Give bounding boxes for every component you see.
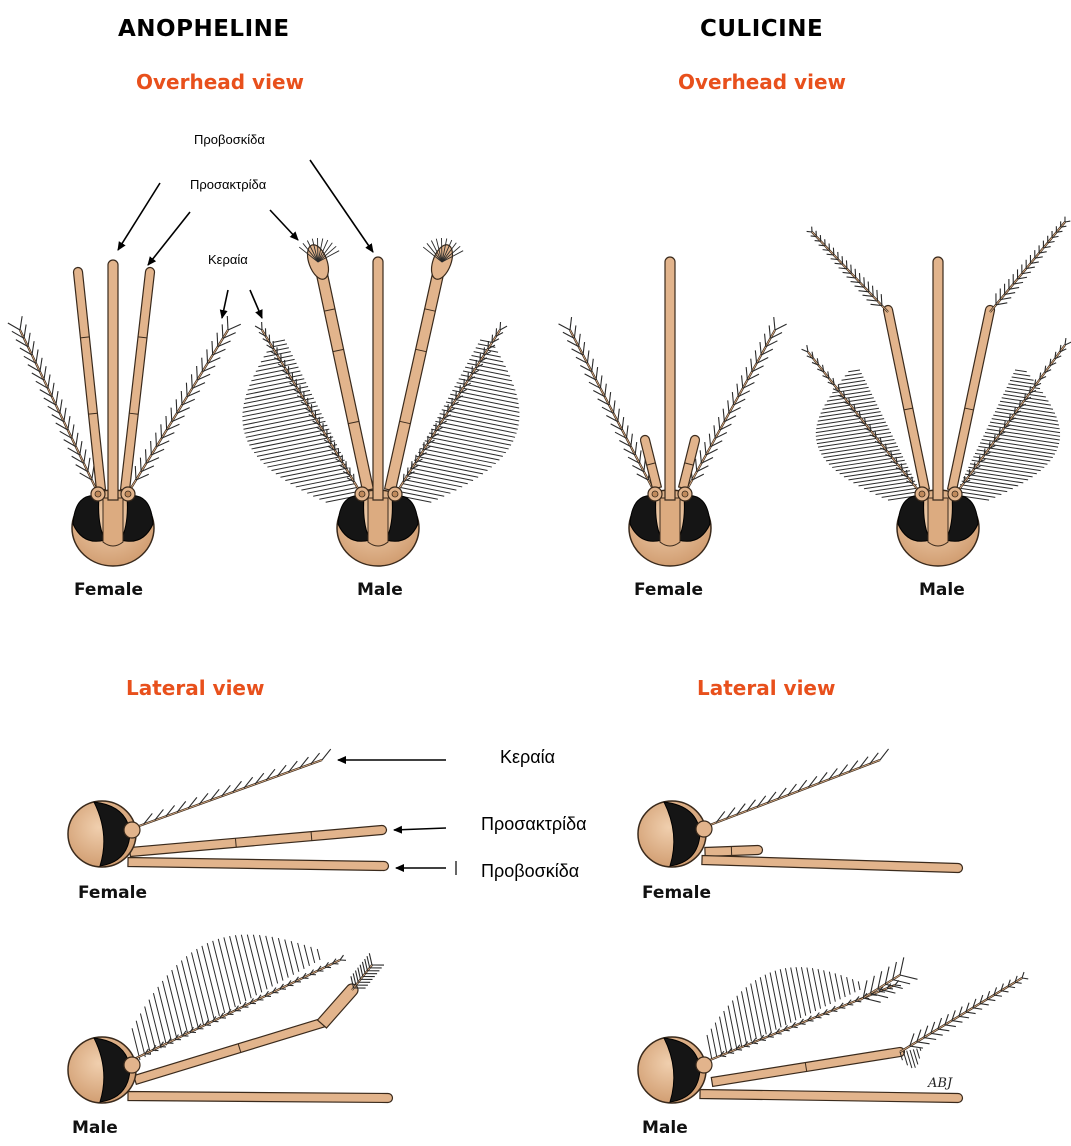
culicine-female-lateral	[638, 749, 962, 873]
proboscis	[373, 257, 383, 500]
anopheline-overhead-male-label: Male	[357, 580, 403, 600]
head	[72, 490, 154, 566]
anopheline-female-overhead	[8, 260, 241, 566]
proboscis	[702, 856, 963, 873]
culicine-overhead-female-label: Female	[634, 580, 703, 600]
lateral-proboscis-callout: Προβοσκίδα	[481, 861, 579, 882]
palp-tip	[900, 972, 1028, 1052]
palp-left	[884, 306, 930, 491]
culicine-male-overhead	[802, 217, 1071, 566]
lateral-palp-callout: Προσακτρίδα	[481, 814, 587, 835]
antenna-hairs	[132, 935, 320, 1060]
palp-tip	[318, 984, 358, 1028]
anopheline-lateral-female-label: Female	[78, 883, 147, 903]
head	[897, 490, 979, 566]
proboscis	[700, 1090, 963, 1103]
culicine-title: CULICINE	[700, 16, 823, 42]
antenna-tip	[860, 957, 917, 1002]
palp-tip-right	[990, 217, 1070, 312]
proboscis	[933, 257, 943, 500]
head	[337, 490, 419, 566]
proboscis	[665, 257, 675, 500]
anopheline-lateral-label: Lateral view	[126, 676, 264, 700]
arrow-lateral-palp	[394, 828, 446, 830]
anopheline-lateral-male-label: Male	[72, 1118, 118, 1138]
culicine-overhead-label: Overhead view	[678, 70, 846, 94]
overhead-proboscis-callout: Προβοσκίδα	[194, 132, 265, 147]
overhead-palp-callout: Προσακτρίδα	[190, 177, 266, 192]
palp-tip-left	[807, 227, 888, 312]
culicine-overhead-male-label: Male	[919, 580, 965, 600]
overhead-antenna-callout: Κεραία	[208, 252, 248, 267]
proboscis	[128, 858, 389, 871]
anopheline-male-lateral	[68, 935, 392, 1103]
antenna-hairs	[707, 967, 860, 1060]
palp	[130, 826, 387, 857]
head	[629, 490, 711, 566]
proboscis	[108, 260, 118, 500]
palp	[705, 846, 763, 857]
lateral-antenna-callout: Κεραία	[500, 747, 555, 768]
culicine-male-lateral	[638, 957, 1028, 1103]
antenna	[702, 749, 889, 828]
palp-base	[134, 1018, 330, 1085]
antenna-right	[685, 317, 787, 493]
palp-hairs	[351, 953, 384, 990]
anopheline-overhead-female-label: Female	[74, 580, 143, 600]
arrow-proboscis-to-male	[310, 160, 373, 252]
culicine-lateral-label: Lateral view	[697, 676, 835, 700]
antenna-left	[559, 317, 655, 493]
arrow-palp-to-palp-right	[148, 212, 190, 265]
arrow-palp-to-male-antenna	[270, 210, 298, 240]
culicine-lateral-male-label: Male	[642, 1118, 688, 1138]
palp-left	[74, 268, 106, 491]
proboscis	[128, 1092, 393, 1103]
anopheline-overhead-label: Overhead view	[136, 70, 304, 94]
head	[638, 1037, 706, 1103]
anopheline-male-overhead	[242, 238, 519, 566]
arrow-antenna-male	[250, 290, 262, 318]
culicine-lateral-female-label: Female	[642, 883, 711, 903]
antenna	[128, 749, 331, 830]
anopheline-title: ANOPHELINE	[118, 16, 290, 42]
head	[638, 801, 706, 867]
palp-left	[641, 435, 662, 489]
palp-left	[315, 260, 374, 492]
anopheline-female-lateral	[68, 749, 389, 870]
palp	[711, 1048, 904, 1087]
artist-signature: ABJ	[928, 1076, 952, 1091]
culicine-female-overhead	[559, 257, 787, 566]
arrow-proboscis-to-palp-left	[118, 183, 160, 250]
arrow-antenna-female	[222, 290, 228, 318]
